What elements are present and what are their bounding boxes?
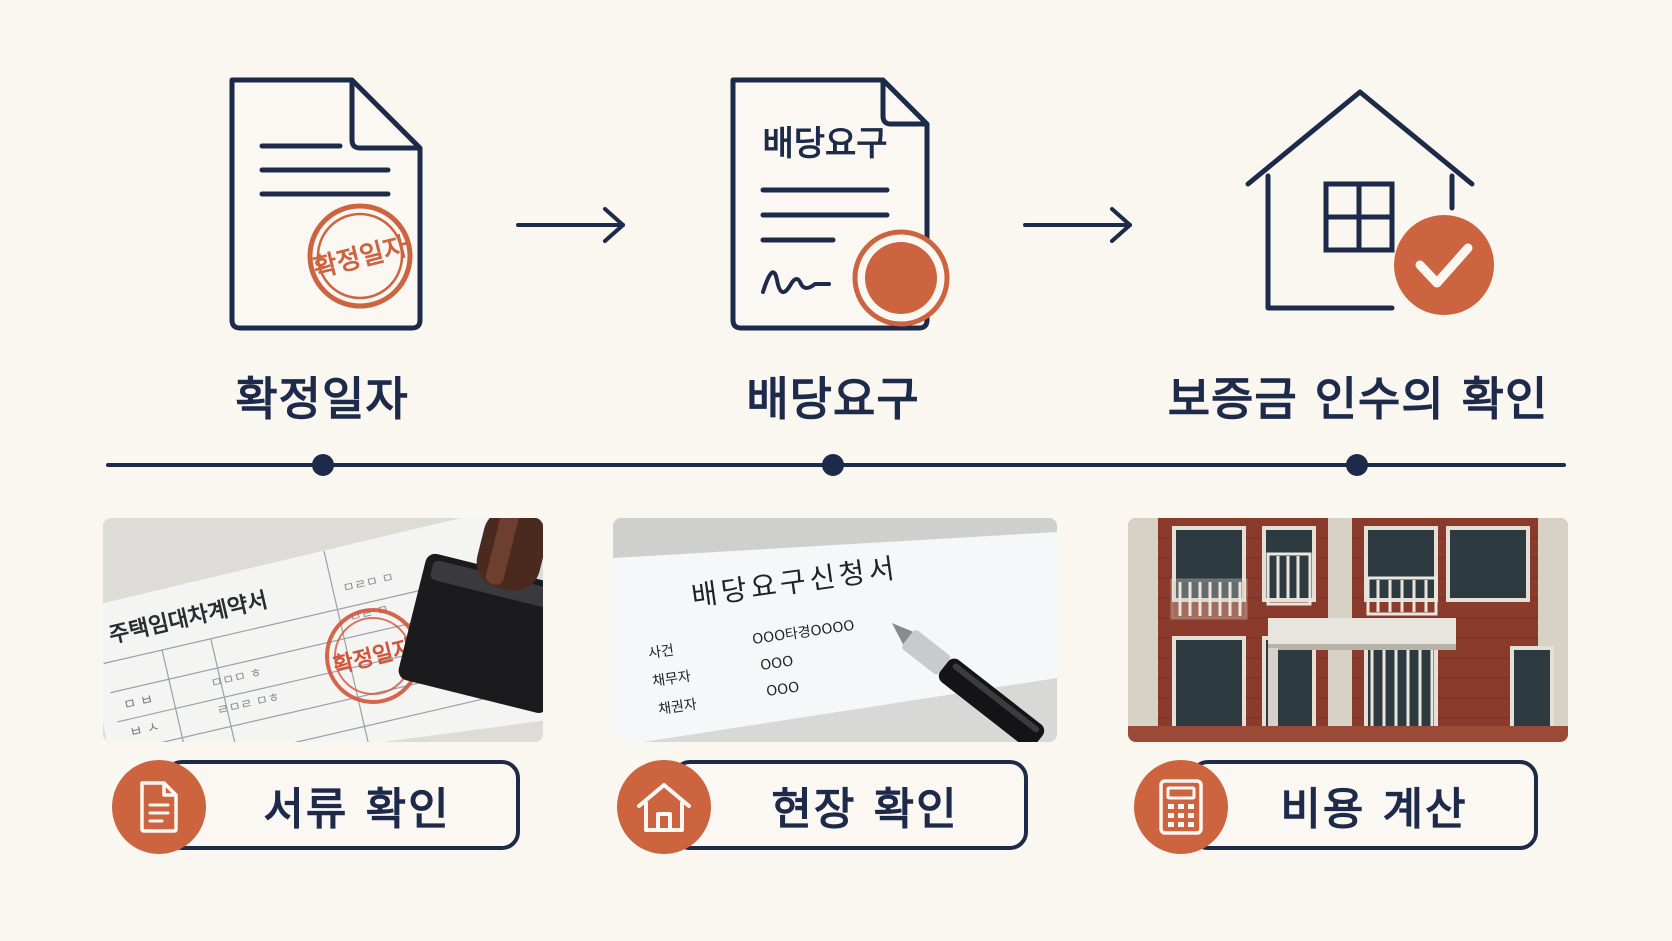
timeline-dot bbox=[1346, 454, 1368, 476]
arrow-right-icon bbox=[1023, 207, 1132, 243]
house-check-icon bbox=[1245, 89, 1494, 315]
check-label-documents: 서류 확인 bbox=[263, 784, 451, 835]
step-title-deposit-assumption: 보증금 인수의 확인 bbox=[1167, 372, 1549, 426]
row-value: OOO bbox=[765, 680, 800, 700]
timeline bbox=[106, 454, 1566, 476]
arrow-right-icon bbox=[516, 207, 625, 243]
timeline-dot bbox=[822, 454, 844, 476]
stamped-document-icon: 확정일자 bbox=[229, 77, 423, 331]
check-label-cost: 비용 계산 bbox=[1280, 784, 1468, 835]
check-card-site: 현장 확인 bbox=[672, 760, 1028, 850]
document-icon bbox=[112, 760, 206, 854]
svg-text:ㅂ ㅅ: ㅂ ㅅ bbox=[128, 719, 161, 741]
row-label: 사건 bbox=[647, 643, 675, 662]
pen-object bbox=[891, 622, 1045, 742]
step-title-dividend-claim: 배당요구 bbox=[746, 372, 920, 426]
step-title-fixed-date: 확정일자 bbox=[235, 372, 409, 426]
check-card-cost: 비용 계산 bbox=[1190, 760, 1538, 850]
calculator-icon bbox=[1134, 760, 1228, 854]
building-photo bbox=[1128, 518, 1568, 742]
contract-photo: ㅁㅁㅁ ㅎ ㄹㅁㄹ ㅁㅎ ㅁㄹㅁ ㅁ ㅁㄹ ㅁ ㅁ ㅂ ㅂ ㅅ ㅁ ㅂ 주택임대… bbox=[103, 518, 543, 742]
doc-heading: 배당요구 bbox=[762, 124, 887, 164]
application-photo: 배당요구신청서 사건 OOO타경OOOO 채무자 OOO 채권자 OOO bbox=[613, 518, 1057, 742]
row-label: 채무자 bbox=[651, 669, 692, 690]
svg-text:ㅁ ㅂ: ㅁ ㅂ bbox=[122, 691, 155, 713]
check-label-site: 현장 확인 bbox=[771, 784, 959, 835]
house-icon bbox=[617, 760, 711, 854]
row-label: 채권자 bbox=[657, 697, 698, 718]
signed-document-icon: 배당요구 bbox=[730, 77, 950, 331]
check-card-documents: 서류 확인 bbox=[164, 760, 520, 850]
stamp-object bbox=[398, 518, 543, 713]
row-value: OOO bbox=[759, 654, 794, 674]
timeline-dot bbox=[312, 454, 334, 476]
